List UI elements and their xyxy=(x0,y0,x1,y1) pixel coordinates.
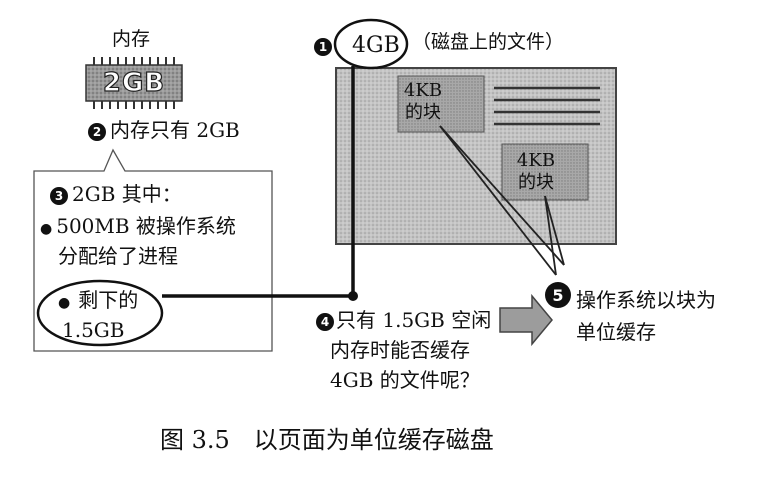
disk-header: 1 4GB xyxy=(314,35,400,57)
disk-block-1 xyxy=(397,75,485,133)
callout-3-line1-text: 2GB 其中： xyxy=(72,182,182,206)
disk-block-2 xyxy=(501,143,589,201)
badge-2: 2 xyxy=(88,122,106,141)
disk-text-lines xyxy=(494,86,600,126)
remaining-oval xyxy=(36,279,164,347)
memory-title: 内存 xyxy=(112,28,151,50)
block-1-size: 4KB xyxy=(403,80,443,101)
question-line3: 4GB 的文件呢？ xyxy=(330,368,480,392)
answer-line1: 操作系统以块为 xyxy=(576,288,716,312)
memory-chip: 2GB xyxy=(86,65,182,101)
callout-3-bullet1-line2: 分配给了进程 xyxy=(58,244,178,268)
callout-3-bullet1-line1: ●500MB 被操作系统 xyxy=(40,216,236,236)
memory-chip-body xyxy=(85,64,183,102)
badge-5: 5 xyxy=(545,282,571,308)
block-2-unit: 的块 xyxy=(518,172,554,193)
disk-size-label: 4GB xyxy=(352,33,400,58)
callout-3-bullet2-line1: ● 剩下的 xyxy=(58,290,138,310)
badge-4: 4 xyxy=(316,312,334,331)
answer-line2: 单位缓存 xyxy=(576,320,656,344)
callout-3-bullet1-text: 500MB 被操作系统 xyxy=(56,214,236,238)
badge-3: 3 xyxy=(50,186,68,205)
callout-3-box xyxy=(33,148,273,352)
callout-3-bullet2-text: 剩下的 xyxy=(78,288,139,312)
connector-junction xyxy=(348,291,358,301)
block-pointer-lines xyxy=(439,125,565,276)
question-line2: 内存时能否缓存 xyxy=(330,338,470,362)
bullet-dot: ● xyxy=(40,221,53,237)
memory-chip-label: 2GB xyxy=(102,67,166,98)
badge-1: 1 xyxy=(314,37,332,56)
callout-3-bullet2-line2: 1.5GB xyxy=(62,318,125,342)
gray-arrow xyxy=(499,293,553,347)
answer-badge-wrap: 5 xyxy=(545,282,575,308)
disk-desc: （磁盘上的文件） xyxy=(412,31,565,53)
disk-block-2-label: 4KB 的块 xyxy=(506,150,566,194)
figure-caption: 图 3.5 以页面为单位缓存磁盘 xyxy=(160,426,494,454)
block-2-size: 4KB xyxy=(516,150,556,171)
disk-block-1-label: 4KB 的块 xyxy=(398,80,448,124)
bullet-dot: ● xyxy=(58,295,71,311)
question-line1-text: 只有 1.5GB 空闲 xyxy=(336,308,492,332)
size-oval xyxy=(333,18,409,70)
memory-note-text: 内存只有 2GB xyxy=(110,118,240,142)
block-1-unit: 的块 xyxy=(405,102,441,123)
